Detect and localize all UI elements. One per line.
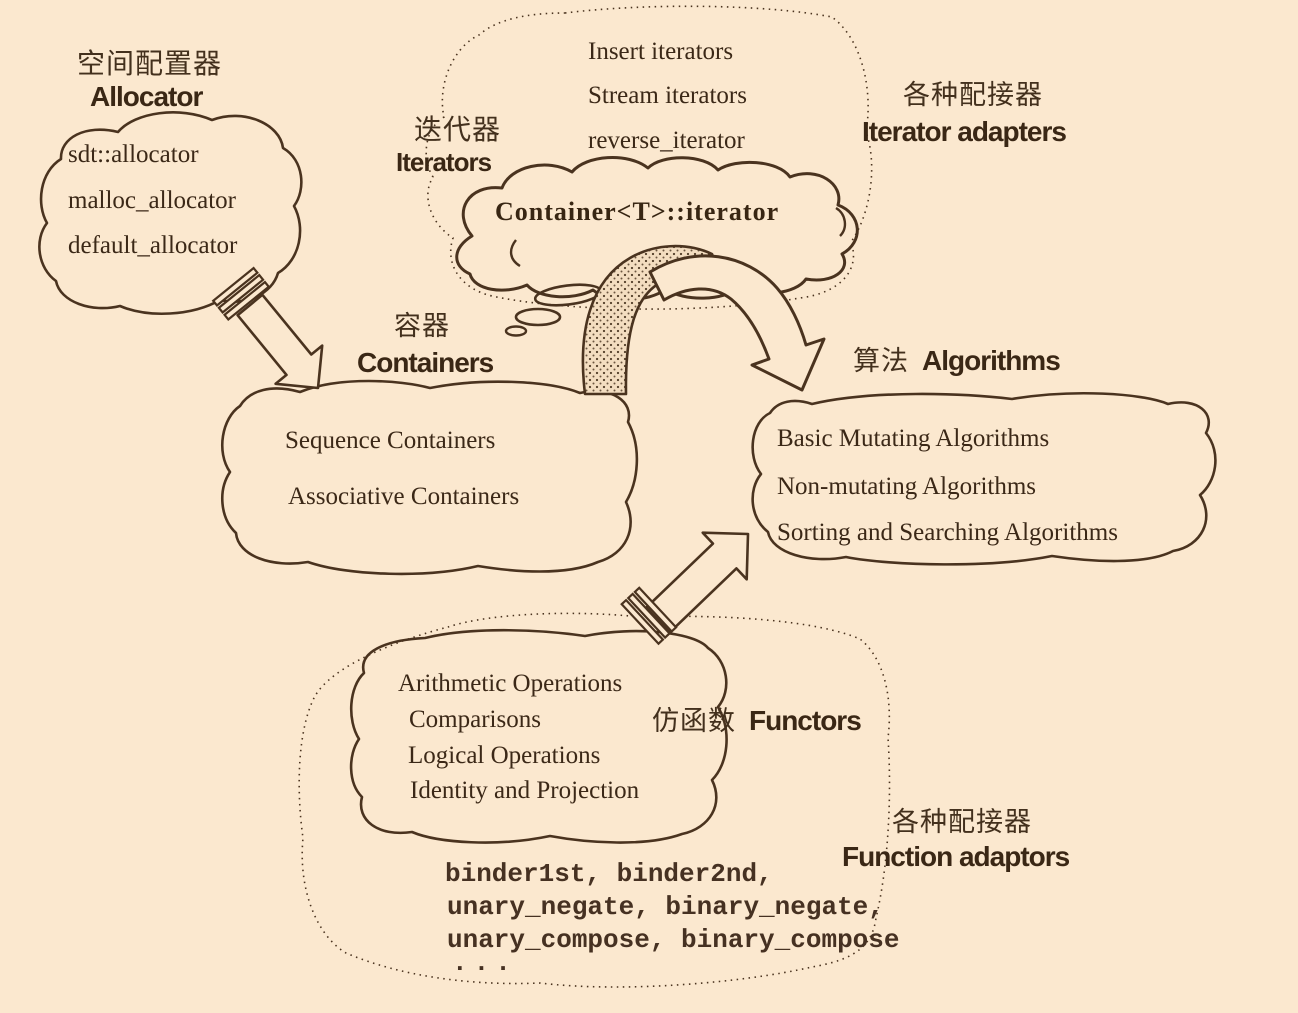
algorithms-item: Non-mutating Algorithms (777, 473, 1037, 500)
functors-title-en: Functors (749, 705, 862, 736)
algorithms-blob (751, 391, 1217, 566)
function-adaptors-code-line: unary_compose, binary_compose (447, 925, 900, 955)
algorithms-item: Sorting and Searching Algorithms (777, 519, 1118, 546)
algorithms-title: 算法 Algorithms (853, 345, 1061, 376)
functors-item: Comparisons (409, 706, 541, 733)
functors-arrow-tail-stripes (620, 586, 678, 646)
iterator-adapters-title-zh: 各种配接器 (903, 80, 1043, 110)
function-adaptors-code-line: ... (452, 948, 517, 978)
iterators-item: Insert iterators (588, 38, 734, 65)
allocator-to-containers-arrow (236, 293, 324, 390)
functors-to-algorithms-arrow (645, 531, 750, 634)
iterator-cloud (455, 156, 859, 302)
cloud-scallop-mark-left (509, 239, 521, 268)
functors-dotted-blob (298, 612, 891, 988)
functors-item: Logical Operations (408, 742, 601, 769)
iterators-item: Stream iterators (588, 82, 747, 109)
function-adaptors-title-en: Function adaptors (842, 841, 1070, 872)
iterator-adapters-title-en: Iterator adapters (862, 116, 1067, 147)
arch-arrow-stippled-band (581, 244, 726, 396)
function-adaptors-code-line: unary_negate, binary_negate, (447, 892, 884, 922)
iterators-title-zh: 迭代器 (414, 114, 502, 145)
algorithms-item: Basic Mutating Algorithms (777, 425, 1050, 452)
functors-item: Arithmetic Operations (398, 670, 623, 697)
containers-blob (220, 379, 639, 576)
thought-bubble-small (504, 325, 528, 337)
containers-title-zh: 容器 (394, 311, 450, 341)
arch-arrow-white (648, 254, 826, 392)
containers-item: Sequence Containers (285, 427, 496, 454)
containers-item: Associative Containers (288, 483, 520, 510)
containers-title-en: Containers (357, 347, 494, 378)
function-adaptors-title-zh: 各种配接器 (892, 807, 1032, 837)
algorithms-title-en: Algorithms (922, 345, 1061, 376)
allocator-item: default_allocator (68, 232, 238, 259)
allocator-title-zh: 空间配置器 (77, 48, 223, 79)
cloud-scallop-mark-right (835, 206, 847, 237)
algorithms-title-zh: 算法 (853, 346, 909, 376)
iterators-item: reverse_iterator (588, 127, 745, 154)
allocator-arrow-tail-stripes (211, 266, 271, 322)
allocator-item: sdt::allocator (68, 141, 199, 168)
thought-bubble-medium (514, 307, 562, 327)
functors-title-zh: 仿函数 (652, 706, 736, 736)
iterator-cloud-text: Container<T>::iterator (495, 197, 780, 226)
functors-title: 仿函数 Functors (652, 705, 862, 736)
allocator-item: malloc_allocator (68, 187, 236, 214)
iterators-title-en: Iterators (396, 147, 492, 177)
functors-item: Identity and Projection (410, 777, 640, 804)
function-adaptors-code-line: binder1st, binder2nd, (445, 859, 773, 889)
allocator-title-en: Allocator (90, 81, 203, 112)
functors-blob (349, 628, 728, 844)
